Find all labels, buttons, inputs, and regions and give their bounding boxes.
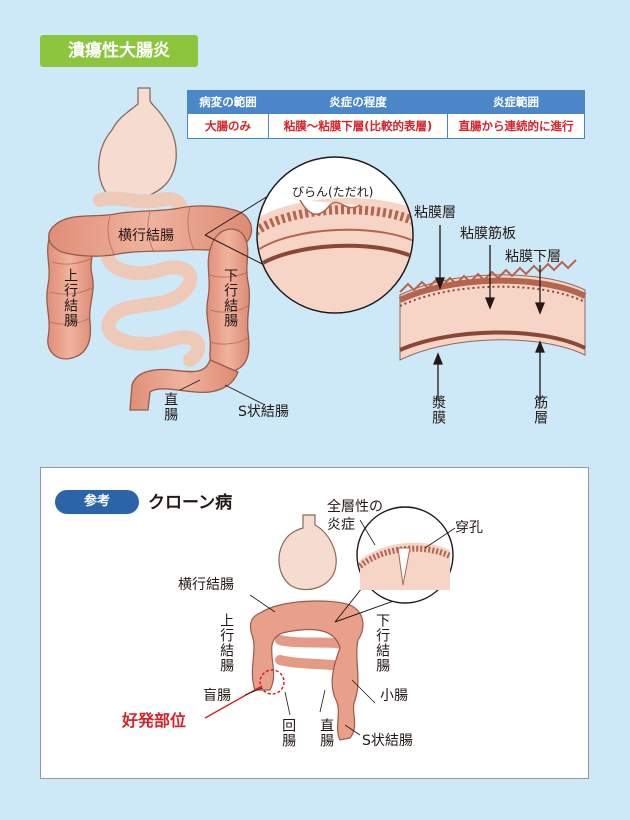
descending-colon-shape xyxy=(206,228,251,373)
table-row: 大腸のみ 粘膜〜粘膜下層(比較的表層) 直腸から連続的に進行 xyxy=(187,113,585,139)
reference-tag: 参考 xyxy=(55,490,139,514)
label-crohn-descending: 下行結腸 xyxy=(374,613,391,673)
label-muscle: 筋層 xyxy=(532,395,549,425)
label-ileum: 回腸 xyxy=(280,718,297,748)
sigmoid-colon-shape xyxy=(129,359,239,411)
table-cell: 直腸から連続的に進行 xyxy=(447,113,585,139)
reference-title: クローン病 xyxy=(148,493,233,513)
info-table: 病変の範囲 炎症の程度 炎症範囲 大腸のみ 粘膜〜粘膜下層(比較的表層) 直腸か… xyxy=(187,90,585,139)
label-submucosa: 粘膜下層 xyxy=(505,249,561,265)
label-perforation: 穿孔 xyxy=(455,520,483,536)
label-cecum: 盲腸 xyxy=(203,688,231,704)
label-crohn-transverse: 横行結腸 xyxy=(178,577,234,593)
label-rectum: 直腸 xyxy=(162,392,179,422)
small-intestine-shape xyxy=(93,191,206,367)
label-transmural-inflammation: 全層性の 炎症 xyxy=(327,499,383,534)
label-predilection-site: 好発部位 xyxy=(122,711,187,730)
label-erosion: びらん(ただれ) xyxy=(292,185,374,199)
label-muscularis-mucosae: 粘膜筋板 xyxy=(460,226,516,242)
label-transverse-colon: 横行結腸 xyxy=(118,228,174,244)
table-header: 炎症範囲 xyxy=(447,90,585,114)
label-mucosa: 粘膜層 xyxy=(414,205,456,221)
label-crohn-rectum: 直腸 xyxy=(318,718,335,748)
wall-section-shape xyxy=(399,274,586,361)
table-cell: 粘膜〜粘膜下層(比較的表層) xyxy=(268,113,448,139)
label-small-intestine: 小腸 xyxy=(380,688,408,704)
label-descending-colon: 下行結腸 xyxy=(222,268,239,328)
label-serosa: 漿膜 xyxy=(430,395,447,425)
table-cell: 大腸のみ xyxy=(187,113,269,139)
stomach-shape xyxy=(98,87,177,201)
label-ascending-colon: 上行結腸 xyxy=(62,268,79,328)
label-crohn-sigmoid: S状結腸 xyxy=(362,733,413,749)
label-crohn-ascending: 上行結腸 xyxy=(218,613,235,673)
table-header-row: 病変の範囲 炎症の程度 炎症範囲 xyxy=(187,90,585,114)
title-badge: 潰瘍性大腸炎 xyxy=(40,35,198,67)
table-header: 炎症の程度 xyxy=(268,90,448,114)
colitis-diagram xyxy=(46,87,587,411)
label-sigmoid-colon: S状結腸 xyxy=(238,404,289,420)
